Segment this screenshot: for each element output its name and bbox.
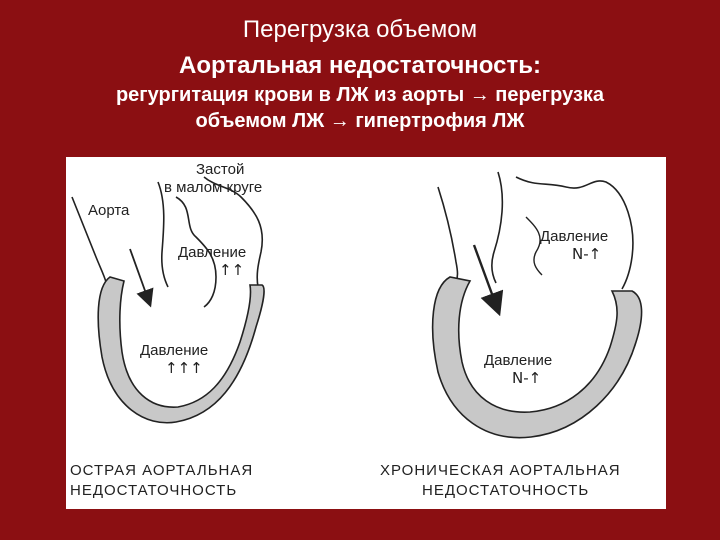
right-label-pressure-ventricle: Давление [484, 352, 552, 369]
left-atrium-outline-2 [203, 176, 264, 288]
left-atrium-outline [175, 196, 217, 308]
left-heart: Аорта Застой в малом круге Давление ↑↑ Д… [70, 161, 265, 499]
right-regurgitation-arrow [472, 244, 504, 317]
left-label-congestion-1: Застой [196, 161, 244, 178]
left-label-congestion-2: в малом круге [164, 179, 262, 196]
left-label-aorta: Аорта [88, 202, 130, 219]
slide-subtitle: Аортальная недостаточность: [179, 52, 541, 79]
right-value-atrium: N-↑ [572, 245, 601, 263]
description-line-1: регургитация крови в ЛЖ из аорты → перег… [115, 84, 605, 106]
right-value-ventricle: N-↑ [512, 369, 541, 387]
right-atrium-inner [525, 216, 543, 276]
left-regurgitation-arrow [129, 248, 154, 308]
left-label-pressure-atrium: Давление [178, 244, 246, 261]
heart-diagram: Аорта Застой в малом круге Давление ↑↑ Д… [70, 161, 643, 499]
left-ventricle-wall [97, 276, 265, 424]
right-atrium-outline [515, 176, 634, 290]
description-line-2: объемом ЛЖ → гипертрофия ЛЖ [195, 110, 525, 132]
left-arrows-atrium: ↑↑ [219, 261, 244, 279]
left-vessel-outline [157, 181, 169, 288]
slide-title: Перегрузка объемом [242, 16, 478, 43]
right-caption-line-1: ХРОНИЧЕСКАЯ АОРТАЛЬНАЯ [380, 462, 621, 479]
right-vessel-outline [491, 171, 504, 284]
right-caption-line-2: НЕДОСТАТОЧНОСТЬ [422, 482, 589, 499]
right-label-pressure-atrium: Давление [540, 228, 608, 245]
left-caption-line-2: НЕДОСТАТОЧНОСТЬ [70, 482, 237, 499]
left-aorta-outline [71, 196, 107, 283]
left-arrows-ventricle: ↑↑↑ [165, 359, 203, 377]
right-heart: Давление N-↑ Давление N-↑ ХРОНИЧЕСКАЯ АО… [380, 171, 643, 499]
heart-diagram-figure: Аорта Застой в малом круге Давление ↑↑ Д… [66, 157, 666, 509]
left-label-pressure-ventricle: Давление [140, 342, 208, 359]
left-caption-line-1: ОСТРАЯ АОРТАЛЬНАЯ [70, 462, 253, 479]
right-aorta-outline [437, 186, 459, 283]
right-ventricle-wall [431, 276, 643, 439]
